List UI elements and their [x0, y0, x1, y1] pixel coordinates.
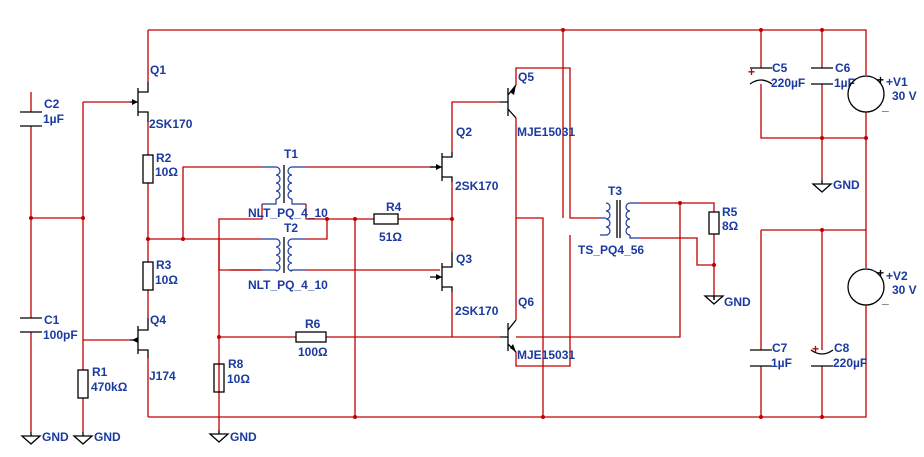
r6-ref: R6	[305, 317, 321, 331]
r8-resistor: R8 10Ω	[213, 357, 250, 393]
q6-ref: Q6	[518, 295, 534, 309]
r2-resistor: R2 10Ω	[142, 151, 178, 184]
gnd-r8-label: GND	[230, 430, 257, 444]
t3-transformer: T3 TS_PQ4_56	[578, 184, 644, 257]
v1-plus: +	[877, 73, 884, 87]
r1-ref: R1	[92, 365, 108, 379]
r4-value: 51Ω	[379, 230, 402, 244]
c2-ref: C2	[44, 97, 60, 111]
c6-ref: C6	[835, 61, 851, 75]
r2-ref: R2	[156, 151, 172, 165]
q5-value: MJE15031	[517, 125, 575, 139]
gnd-r5-label: GND	[724, 295, 751, 309]
r6-resistor: R6 100Ω	[295, 317, 328, 359]
t1-ref: T1	[284, 147, 298, 161]
q3-jfet: Q3 2SK170	[430, 252, 499, 318]
gnd-r5: GND	[703, 295, 751, 309]
gnd-r8: GND	[208, 430, 257, 444]
c5-capacitor: + C5 220µF	[748, 61, 805, 90]
q1-value: 2SK170	[149, 117, 193, 131]
c8-capacitor: + C8 220µF	[810, 341, 867, 370]
c5-plus: +	[748, 65, 755, 79]
v2-ref: +V2	[886, 269, 908, 283]
v1-value: 30 V	[892, 89, 917, 103]
v1-minus: _	[881, 99, 889, 113]
r8-ref: R8	[228, 357, 244, 371]
r1-resistor: R1 470kΩ	[77, 365, 128, 399]
q2-value: 2SK170	[455, 179, 499, 193]
r5-ref: R5	[722, 205, 738, 219]
t1-transformer: T1 NLT_PQ_4_10	[248, 147, 328, 220]
t1-value: NLT_PQ_4_10	[248, 206, 328, 220]
q6-value: MJE15031	[517, 348, 575, 362]
v1-source: + _ +V1 30 V	[847, 73, 917, 113]
c1-value: 100pF	[43, 328, 78, 342]
c7-capacitor: C7 1µF	[750, 341, 792, 370]
t2-ref: T2	[284, 221, 298, 235]
c7-value: 1µF	[771, 356, 792, 370]
t2-value: NLT_PQ_4_10	[248, 278, 328, 292]
c1-ref: C1	[44, 313, 60, 327]
t3-ref: T3	[608, 184, 622, 198]
c5-value: 220µF	[771, 76, 805, 90]
q2-ref: Q2	[456, 125, 472, 139]
r5-resistor: R5 8Ω	[708, 205, 739, 235]
c2-capacitor: C2 1µF	[20, 97, 64, 127]
q6-bjt: Q6 MJE15031	[500, 295, 575, 362]
c8-plus: +	[812, 342, 819, 356]
r4-resistor: R4 51Ω	[373, 200, 402, 244]
q4-ref: Q4	[150, 313, 166, 327]
v2-source: + _ +V2 30 V	[847, 266, 917, 306]
r3-ref: R3	[156, 258, 172, 272]
wires	[30, 29, 867, 432]
c1-capacitor: C1 100pF	[20, 313, 78, 342]
q5-ref: Q5	[518, 70, 534, 84]
q4-value: J174	[149, 369, 176, 383]
v2-minus: _	[881, 292, 889, 306]
q1-ref: Q1	[150, 63, 166, 77]
gnd-supply-label: GND	[833, 178, 860, 192]
t3-value: TS_PQ4_56	[578, 243, 644, 257]
r8-value: 10Ω	[227, 372, 250, 386]
r4-ref: R4	[386, 200, 402, 214]
q3-ref: Q3	[456, 252, 472, 266]
r2-value: 10Ω	[155, 165, 178, 179]
r3-resistor: R3 10Ω	[142, 258, 178, 291]
gnd-supply: GND	[811, 178, 860, 193]
t2-transformer: T2 NLT_PQ_4_10	[248, 221, 328, 292]
r6-value: 100Ω	[298, 345, 328, 359]
c7-ref: C7	[772, 341, 788, 355]
c8-ref: C8	[834, 341, 850, 355]
q3-value: 2SK170	[455, 304, 499, 318]
v2-plus: +	[877, 266, 884, 280]
v2-value: 30 V	[892, 283, 917, 297]
gnd-c1-label: GND	[42, 430, 69, 444]
q4-jfet: Q4 J174	[130, 313, 176, 383]
c5-ref: C5	[772, 61, 788, 75]
q2-jfet: Q2 2SK170	[430, 125, 499, 193]
junctions	[29, 28, 868, 419]
c6-capacitor: C6 1µF	[811, 61, 855, 90]
gnd-r1: GND	[72, 430, 121, 445]
c2-value: 1µF	[43, 112, 64, 126]
r5-value: 8Ω	[722, 219, 739, 233]
gnd-r1-label: GND	[94, 430, 121, 444]
q5-bjt: Q5 MJE15031	[500, 70, 575, 139]
c8-value: 220µF	[833, 356, 867, 370]
q1-jfet: Q1 2SK170	[130, 63, 193, 131]
r3-value: 10Ω	[155, 273, 178, 287]
r1-value: 470kΩ	[91, 380, 128, 394]
v1-ref: +V1	[886, 75, 908, 89]
gnd-c1: GND	[20, 430, 69, 445]
